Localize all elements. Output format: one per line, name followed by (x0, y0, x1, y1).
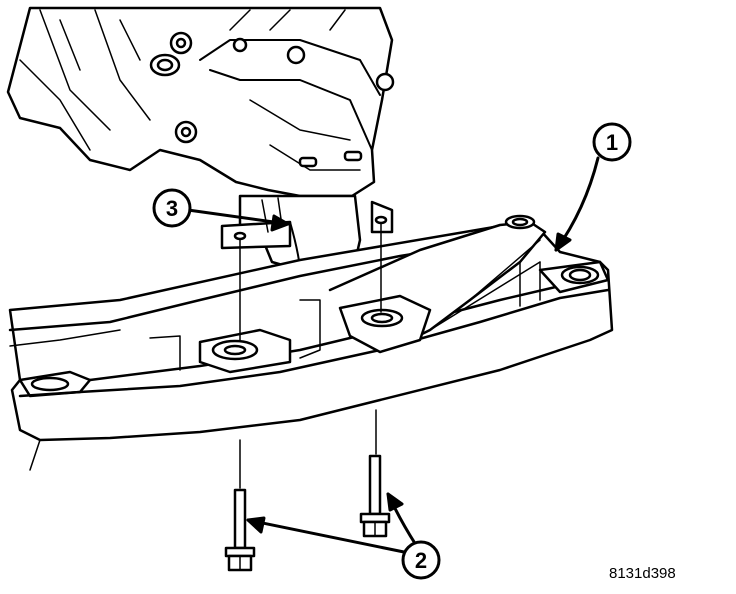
transmission-housing (6, 6, 395, 198)
figure-id-label: 8131d398 (609, 565, 676, 582)
callout-3-number: 3 (166, 196, 178, 221)
callout-2-number: 2 (415, 548, 427, 573)
crossmember (8, 214, 614, 471)
callout-3: 3 (152, 188, 192, 228)
transmission-mount (220, 194, 394, 272)
leader-arrows (186, 156, 600, 554)
mount-bolt-left (224, 488, 256, 572)
callout-1-number: 1 (606, 130, 618, 155)
callout-2: 2 (401, 540, 441, 580)
alignment-lines (239, 223, 382, 489)
callout-1: 1 (592, 122, 632, 162)
mount-bolt-right (359, 454, 391, 538)
